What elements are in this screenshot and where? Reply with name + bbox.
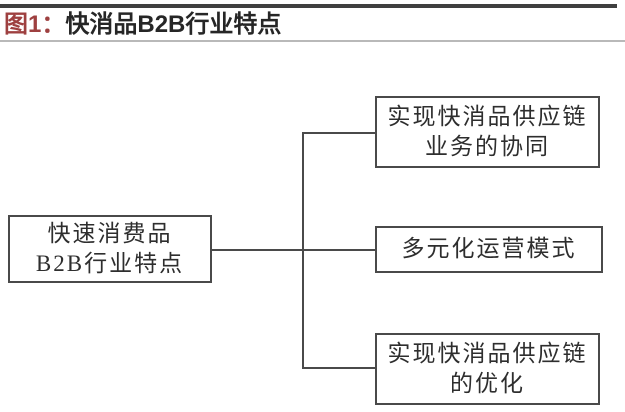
node-branch-supply-chain-collaboration: 实现快消品供应链 业务的协同	[375, 96, 600, 168]
node-branch-supply-chain-optimization: 实现快消品供应链 的优化	[375, 333, 600, 405]
header-bottom-rule	[0, 40, 625, 42]
header-top-rule	[0, 4, 617, 8]
figure-number-label: 图1：	[4, 11, 66, 38]
node-root-fmcg-b2b-characteristics: 快速消费品 B2B行业特点	[8, 215, 212, 283]
node-branch-diversified-operation-model: 多元化运营模式	[375, 226, 603, 273]
figure-title-text: 快消品B2B行业特点	[65, 11, 282, 38]
figure-title: 图1：快消品B2B行业特点	[4, 10, 281, 40]
